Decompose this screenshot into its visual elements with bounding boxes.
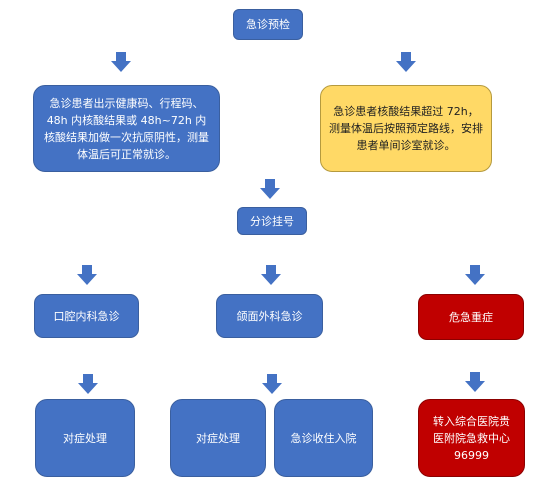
down-arrow-icon	[78, 374, 98, 394]
critical-label: 危急重症	[449, 310, 493, 324]
triage-label: 急诊预检	[246, 18, 290, 31]
symptomatic-treatment-node: 对症处理	[170, 399, 266, 477]
maxillofacial-node: 颌面外科急诊	[216, 294, 323, 338]
normal-entry-label: 急诊患者出示健康码、行程码、48h 内核酸结果或 48h~72h 内核酸结果加做…	[44, 96, 209, 161]
over72h-entry-label: 急诊患者核酸结果超过 72h，测量体温后按照预定路线，安排患者单间诊室就诊。	[329, 105, 483, 152]
down-arrow-icon	[262, 374, 282, 394]
down-arrow-icon	[260, 179, 280, 199]
admission-label: 急诊收住入院	[290, 431, 357, 445]
critical-node: 危急重症	[418, 294, 524, 340]
registration-node: 分诊挂号	[237, 207, 307, 235]
down-arrow-icon	[111, 52, 131, 72]
maxillofacial-label: 颌面外科急诊	[236, 309, 303, 323]
down-arrow-icon	[396, 52, 416, 72]
normal-entry-node: 急诊患者出示健康码、行程码、48h 内核酸结果或 48h~72h 内核酸结果加做…	[33, 85, 220, 172]
oral-medicine-label: 口腔内科急诊	[53, 309, 120, 323]
down-arrow-icon	[465, 372, 485, 392]
triage-node: 急诊预检	[233, 9, 303, 40]
over72h-entry-node: 急诊患者核酸结果超过 72h，测量体温后按照预定路线，安排患者单间诊室就诊。	[320, 85, 492, 172]
down-arrow-icon	[77, 265, 97, 285]
admission-node: 急诊收住入院	[274, 399, 373, 477]
down-arrow-icon	[465, 265, 485, 285]
registration-label: 分诊挂号	[250, 214, 294, 228]
transfer-node: 转入综合医院贵医附院急救中心 96999	[418, 399, 525, 477]
oral-medicine-node: 口腔内科急诊	[34, 294, 139, 338]
symptomatic-treatment-label: 对症处理	[63, 431, 107, 445]
down-arrow-icon	[261, 265, 281, 285]
symptomatic-treatment-node: 对症处理	[35, 399, 135, 477]
transfer-label: 转入综合医院贵医附院急救中心 96999	[433, 414, 510, 462]
symptomatic-treatment-label: 对症处理	[196, 431, 240, 445]
